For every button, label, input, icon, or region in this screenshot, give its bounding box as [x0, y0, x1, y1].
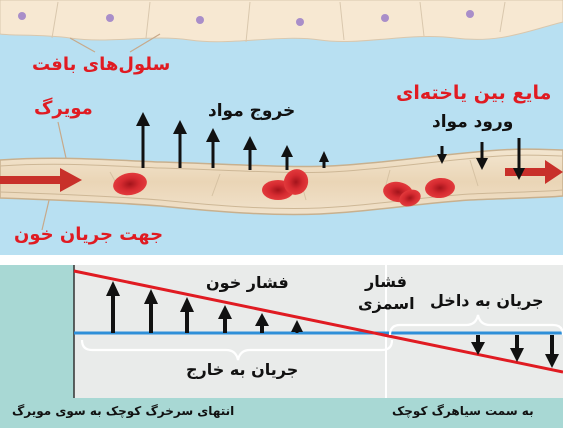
capillary-label: مویرگ: [34, 100, 93, 118]
cell-nucleus: [466, 10, 474, 18]
osmotic-pressure-label-line2: اسمزی: [358, 296, 415, 312]
arteriole-end-label: انتهای سرخرگ کوچک به سوی مویرگ: [12, 405, 234, 417]
venule-end-label: به سمت سیاهرگ کوچک: [392, 405, 534, 417]
osmotic-pressure-label-line1: فشار: [365, 274, 407, 290]
blood-pressure-label: فشار خون: [206, 275, 289, 291]
outward-flow-label: جریان به خارج: [186, 362, 298, 378]
cell-nucleus: [106, 14, 114, 22]
cell-nucleus: [296, 18, 304, 26]
substances-in-label: ورود مواد: [432, 114, 513, 131]
blood-flow-direction-label: جهت جریان خون: [14, 226, 163, 244]
cell-nucleus: [381, 14, 389, 22]
cell-nucleus: [18, 12, 26, 20]
interstitial-fluid-label: مایع بین یاخته‌ای: [396, 84, 551, 103]
cell-nucleus: [196, 16, 204, 24]
tissue-cells: [0, 0, 563, 42]
substances-out-label: خروج مواد: [208, 103, 295, 120]
tissue-cells-label: سلول‌های بافت: [32, 56, 170, 74]
inward-flow-label: جریان به داخل: [430, 293, 544, 309]
